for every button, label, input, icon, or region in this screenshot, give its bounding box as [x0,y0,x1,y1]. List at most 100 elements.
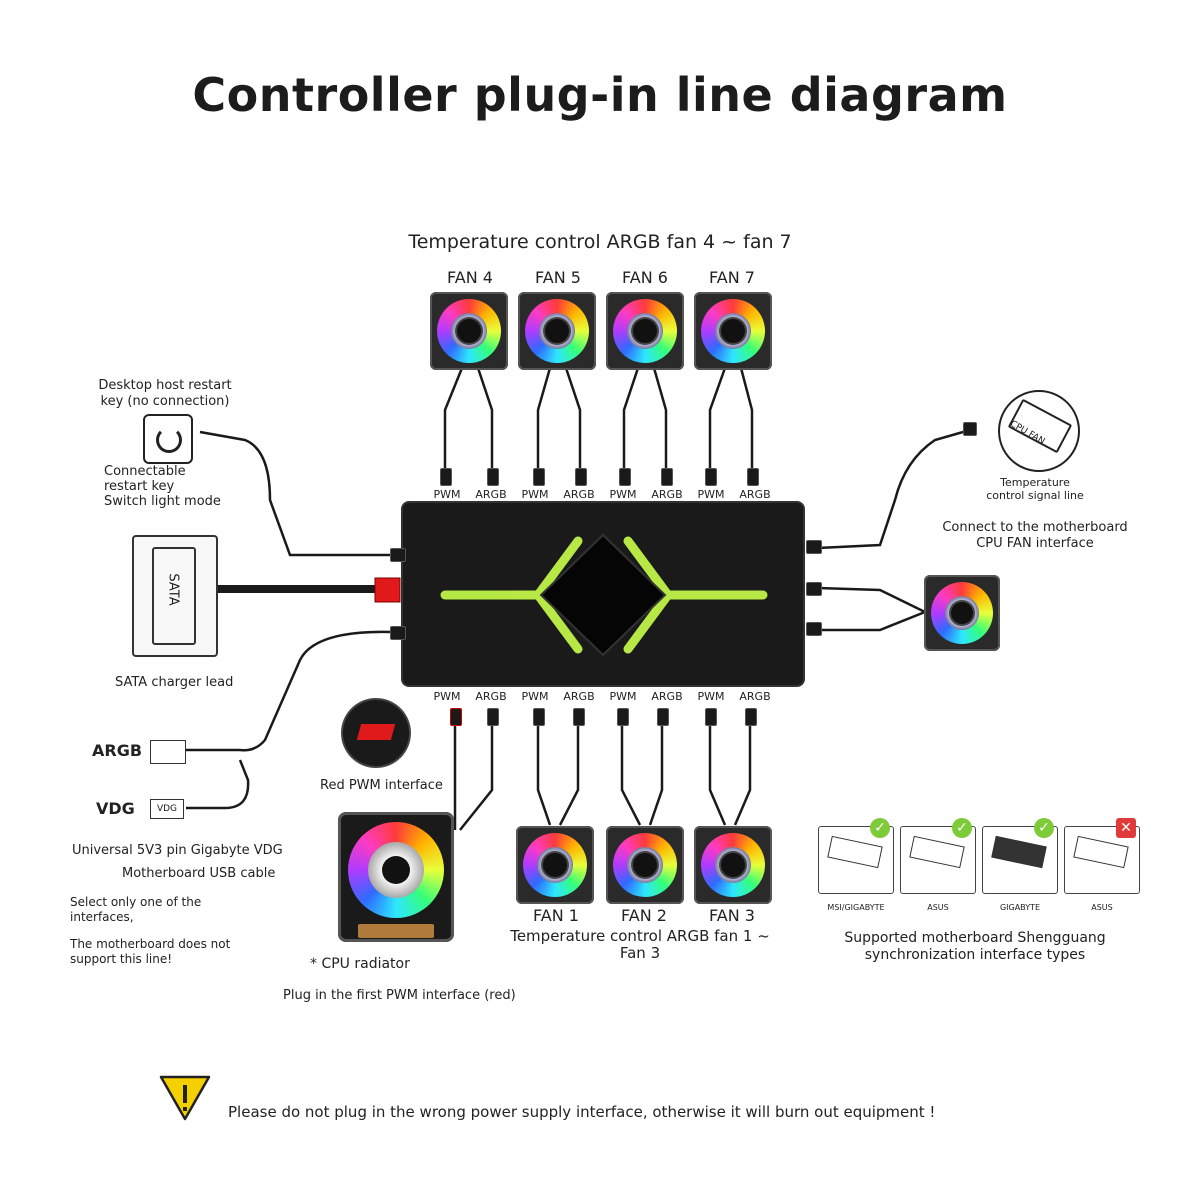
cpu-fan-port-icon [806,540,822,554]
sync-caption-2: synchronization interface types [864,947,1086,963]
port-label-pwm: PWM [609,690,637,703]
sata-caption: SATA charger lead [115,675,234,690]
argb-port-icon [390,626,406,640]
cpu-plug-note: Plug in the first PWM interface (red) [283,988,516,1003]
cpu-fan-header-icon: CPU FAN [998,390,1080,472]
vdg-plug-icon: VDG [150,799,184,819]
connector-icon [440,468,452,486]
sync-board-4-label: ASUS [1091,903,1113,912]
check-icon: ✓ [870,818,890,838]
red-pwm-icon [343,700,409,766]
fan3-icon [694,826,772,904]
port-label-pwm: PWM [433,488,461,501]
check-icon: ✓ [1034,818,1054,838]
fan1-label: FAN 1 [533,906,579,925]
restart-key-icon [143,414,193,464]
port-label-pwm: PWM [521,488,549,501]
cpu-fan-note-1: Temperature [1000,476,1070,489]
sync-board-1-label: MSI/GIGABYTE [827,903,885,912]
fan3-label: FAN 3 [709,906,755,925]
usb-note-6: support this line! [70,952,173,966]
argb-plug-icon [150,740,186,764]
cross-icon: ✕ [1116,818,1136,838]
top-fans-heading: Temperature control ARGB fan 4 ~ fan 7 [408,231,792,253]
sync-board-2-label: ASUS [927,903,949,912]
hub-glow-icon [440,533,768,657]
port-label-argb: ARGB [739,690,771,703]
connector-icon [657,708,669,726]
vdg-label: VDG [96,799,135,818]
cpu-fan-connect-2: CPU FAN interface [976,536,1094,551]
sync-caption-1: Supported motherboard Shengguang [844,930,1106,946]
connector-icon [705,708,717,726]
cpu-fan-plug-icon [963,422,977,436]
fan4-label: FAN 4 [447,268,493,287]
usb-note-3: Select only one of the [70,895,202,909]
usb-note-1: Universal 5V3 pin Gigabyte VDG [72,843,283,858]
port-label-argb: ARGB [739,488,771,501]
cpu-fan-connect-1: Connect to the motherboard [942,520,1128,535]
port-label-argb: ARGB [563,488,595,501]
bottom-fans-caption-1: Temperature control ARGB fan 1 ~ [510,927,770,945]
fan2-icon [606,826,684,904]
sync-board-3-label: GIGABYTE [999,903,1041,912]
connector-icon [533,708,545,726]
cpu-radiator-icon [338,812,454,942]
check-icon: ✓ [952,818,972,838]
bottom-fans-caption-2: Fan 3 [619,944,661,962]
fan2-label: FAN 2 [621,906,667,925]
fan6-label: FAN 6 [622,268,668,287]
usb-note-4: interfaces, [70,910,134,924]
argb-label: ARGB [92,741,143,760]
right-fan-port-icon [806,622,822,636]
fan4-icon [430,292,508,370]
port-label-pwm: PWM [433,690,461,703]
sata-connector-icon: SATA [132,535,218,657]
red-pwm-connector-icon [450,708,462,726]
connector-icon [745,708,757,726]
page-title: Controller plug-in line diagram [192,68,1008,122]
connector-icon [573,708,585,726]
right-fan-icon [924,575,1000,651]
cpu-radiator-label: * CPU radiator [310,956,410,972]
usb-note-2: Motherboard USB cable [122,866,276,881]
connector-icon [533,468,545,486]
port-label-pwm: PWM [697,488,725,501]
connector-icon [705,468,717,486]
sata-connector-text: SATA [165,573,181,606]
port-label-argb: ARGB [563,690,595,703]
port-label-pwm: PWM [609,488,637,501]
connector-icon [487,708,499,726]
port-label-pwm: PWM [697,690,725,703]
connector-icon [487,468,499,486]
restart-key-label-2: key (no connection) [100,394,230,409]
sync-board-1-icon [818,826,894,894]
port-label-argb: ARGB [651,488,683,501]
fan1-icon [516,826,594,904]
restart-key-note-3: Switch light mode [104,494,221,509]
right-fan-port-icon [806,582,822,596]
connector-icon [575,468,587,486]
warning-icon [159,1075,211,1121]
fan7-icon [694,292,772,370]
connector-icon [617,708,629,726]
fan5-label: FAN 5 [535,268,581,287]
port-label-argb: ARGB [651,690,683,703]
fan6-icon [606,292,684,370]
red-pwm-caption: Red PWM interface [320,778,443,793]
cpu-fan-note-2: control signal line [986,489,1084,502]
restart-key-label-1: Desktop host restart [98,378,232,393]
port-label-argb: ARGB [475,690,507,703]
connector-icon [661,468,673,486]
connector-icon [619,468,631,486]
restart-key-note-2: restart key [104,479,175,494]
fan7-label: FAN 7 [709,268,755,287]
port-label-argb: ARGB [475,488,507,501]
warning-text: Please do not plug in the wrong power su… [228,1103,936,1121]
restart-key-note-1: Connectable [104,464,186,479]
restart-port-icon [390,548,406,562]
usb-note-5: The motherboard does not [70,937,231,951]
connector-icon [747,468,759,486]
port-label-pwm: PWM [521,690,549,703]
